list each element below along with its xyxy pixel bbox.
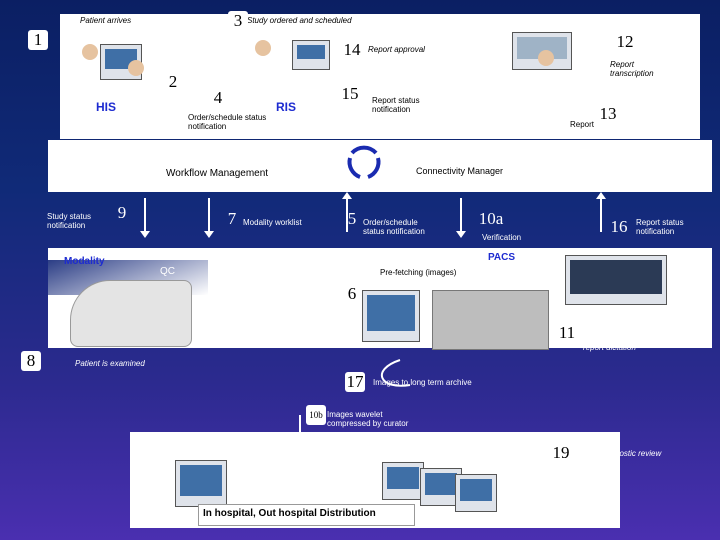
patient-figure [82, 44, 98, 60]
patient-examined-label: Patient is examined [75, 359, 145, 368]
ris-title: RIS [276, 100, 297, 114]
patient-arrives-label: Patient arrives [80, 16, 132, 25]
arrow-9 [140, 198, 150, 238]
modality-worklist-label: Modality worklist [243, 218, 302, 227]
connectivity-manager-label: Connectivity Manager [416, 166, 504, 176]
order-schedule-status-label: Order/schedule status notification [188, 113, 267, 131]
qc-label: QC [160, 266, 175, 277]
his-title: HIS [96, 100, 117, 114]
images-wavelet-label: Images wavelet compressed by curator [327, 410, 409, 428]
step-6-badge: 6 [342, 284, 362, 304]
distribution-workstation-1 [175, 460, 227, 507]
radiologist-figure [538, 50, 554, 66]
non-diagnostic-label: Non diagnostic review [583, 449, 662, 458]
step-2-badge: 2 [163, 72, 183, 92]
order-schedule-status-2-label: Order/schedule status notification [363, 218, 425, 236]
distribution-workstation-2 [382, 462, 424, 500]
study-ordered-label: Study ordered and scheduled [247, 16, 352, 25]
distribution-caption-box [198, 504, 415, 526]
arrow-10a [456, 198, 466, 238]
ris-user-figure [255, 40, 271, 56]
distribution-workstation-4 [455, 474, 497, 512]
step-15-badge: 15 [341, 84, 359, 103]
step-4-badge: 4 [213, 88, 223, 107]
report-status-label: Report status notification [372, 96, 420, 114]
step-10b-badge: 10b [306, 405, 326, 425]
step-14-badge: 14 [342, 40, 362, 60]
workflow-management-label: Workflow Management [166, 168, 269, 179]
prefetching-label: Pre-fetching (images) [380, 268, 457, 277]
distribution-caption: In hospital, Out hospital Distribution [203, 508, 376, 519]
diagnostic-review-label: Diagnostic review and report dictation [583, 334, 662, 352]
step-13-badge: 13 [599, 104, 617, 123]
verification-label: Verification [482, 233, 522, 242]
step-3-badge: 3 [228, 11, 248, 31]
study-status-label: Study status notification [47, 212, 92, 230]
step-8-badge: 8 [21, 351, 41, 371]
step-7-badge: 7 [227, 209, 237, 228]
step-19-badge: 19 [551, 443, 571, 463]
archive-arrow [380, 359, 411, 387]
arrow-7 [204, 198, 214, 238]
step-9-badge: 9 [117, 203, 127, 222]
step-5-badge: 5 [347, 209, 357, 228]
arrow-16 [596, 192, 606, 232]
step-11-badge: 11 [557, 323, 577, 343]
step-10-badge: 10 [233, 328, 251, 347]
pacs-server-rack [432, 290, 549, 350]
pacs-title: PACS [488, 252, 516, 263]
step-16-badge: 16 [610, 217, 628, 236]
step-1-badge: 1 [28, 30, 48, 50]
report-approval-label: Report approval [368, 45, 425, 54]
clerk-figure [128, 60, 144, 76]
ct-scanner-image [70, 280, 192, 347]
diagnostic-workstation [565, 255, 667, 305]
modality-title: Modality [64, 256, 105, 267]
step-12-badge: 12 [615, 32, 635, 52]
image-store-label: Image store [258, 337, 301, 346]
cycle-icon [347, 145, 381, 179]
arrow-5 [342, 192, 352, 232]
ris-workstation [292, 40, 330, 70]
pacs-workstation [362, 290, 420, 342]
step-10a-badge: 10a [478, 209, 504, 228]
images-archive-label: Images to long term archive [373, 378, 472, 387]
report-status-2-label: Report status notification [636, 218, 684, 236]
report-transcription-label: Report transcription [610, 60, 654, 78]
report-label: Report [570, 120, 595, 129]
step-17-badge: 17 [345, 372, 365, 392]
